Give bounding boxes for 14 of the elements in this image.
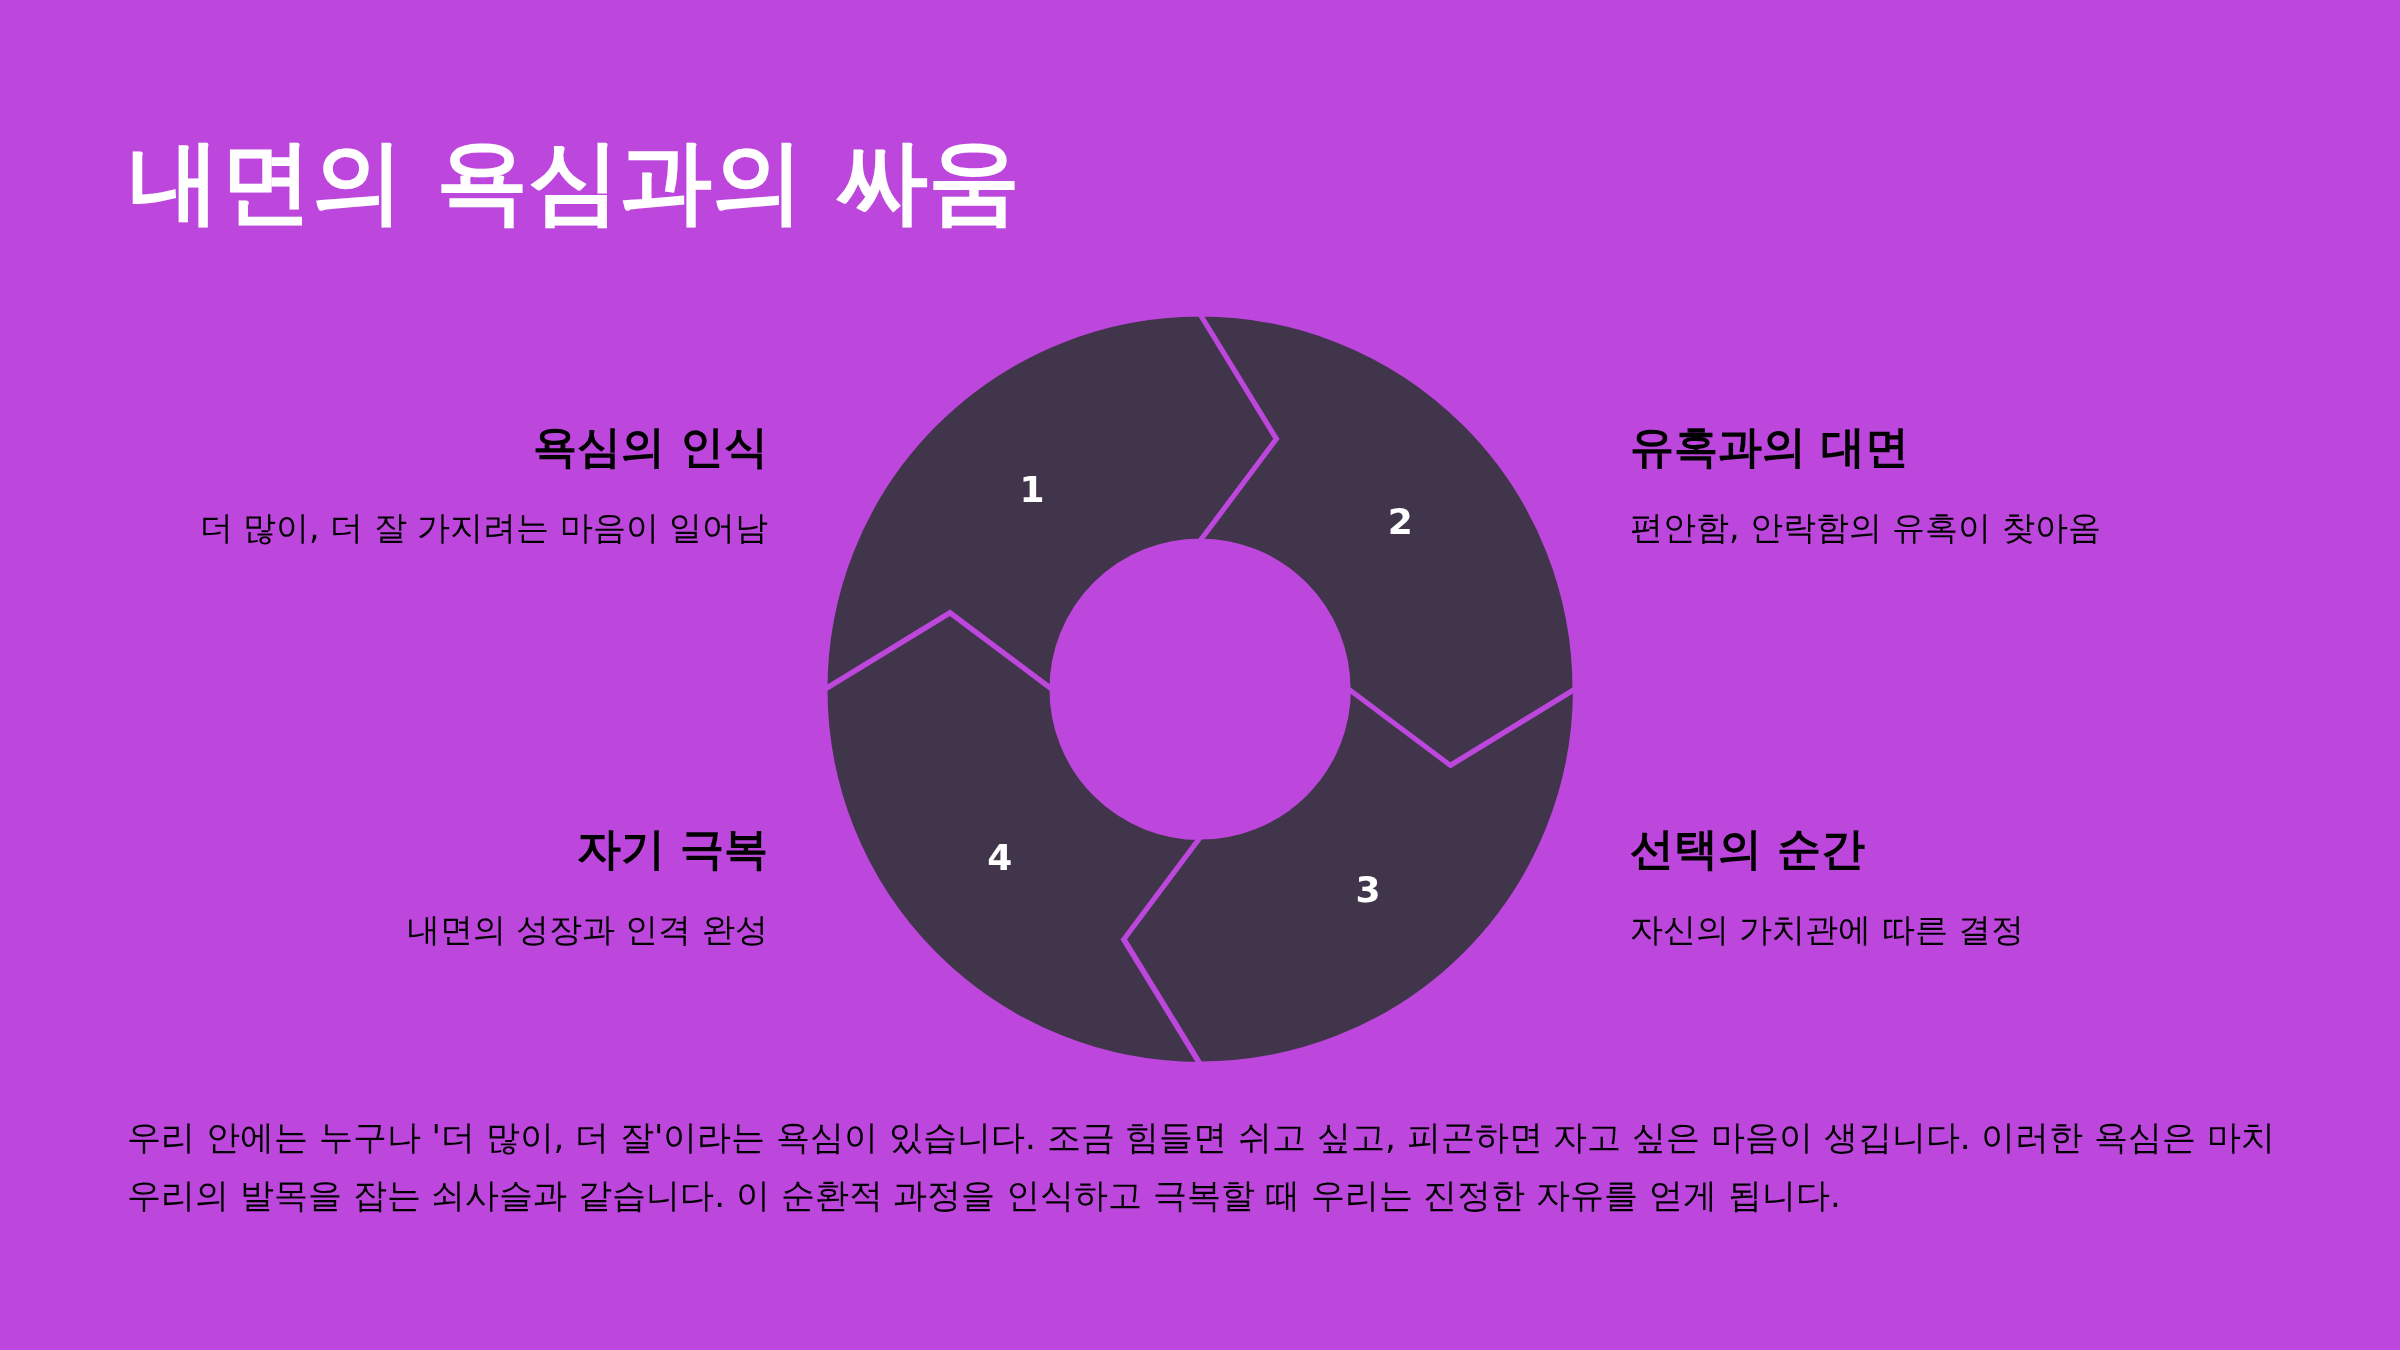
step-description: 더 많이, 더 잘 가지려는 마음이 일어남 <box>199 507 768 549</box>
title: 내면의 욕심과의 싸움 <box>128 127 1021 237</box>
step-number: 3 <box>1355 868 1381 910</box>
step-heading: 자기 극복 <box>576 822 768 876</box>
step-heading: 욕심의 인식 <box>532 420 768 474</box>
step-description: 내면의 성장과 인격 완성 <box>406 909 768 951</box>
step-heading: 유혹과의 대면 <box>1630 420 1910 474</box>
paragraph: 우리 안에는 누구나 '더 많이, 더 잘'이라는 욕심이 있습니다. 조금 힘들면 쉬고 싶고, 피곤하면 자고 싶은 마음이 생깁니다. 이러한 욕심은 마치 우리의 발목을 잡는 쇠사슬과 같습니다. 이 순환적 과정을 인식하고 극복할 때 우리는 진정한 자유를 얻게 됩니다. <box>127 1116 2277 1217</box>
step-number: 1 <box>1019 468 1045 510</box>
step-number: 2 <box>1387 500 1413 542</box>
step-description: 편안함, 안락함의 유혹이 찾아옴 <box>1630 507 2101 549</box>
step-number: 4 <box>987 836 1013 878</box>
step-heading: 선택의 순간 <box>1630 822 1866 876</box>
step-description: 자신의 가치관에 따른 결정 <box>1630 909 2025 951</box>
